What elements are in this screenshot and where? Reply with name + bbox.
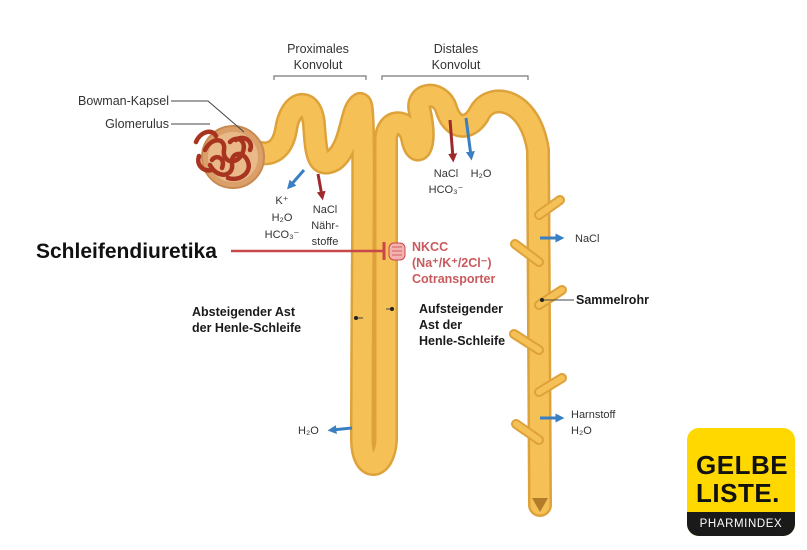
distal-red-arrow-icon xyxy=(448,119,458,163)
asc-limb-label-1: Aufsteigender xyxy=(419,302,503,316)
nkcc-label-1: NKCC xyxy=(412,240,448,254)
distal-bracket xyxy=(381,75,529,80)
hco3-label-proximal: HCO₃⁻ xyxy=(265,229,300,241)
hco3-label-distal: HCO₃⁻ xyxy=(429,184,464,196)
nacl-label-collecting: NaCl xyxy=(575,233,599,245)
naehr-label-2: stoffe xyxy=(312,236,339,248)
gelbe-liste-logo: GELBE LISTE. PHARMINDEX xyxy=(687,428,795,536)
schleifendiuretika-label: Schleifendiuretika xyxy=(36,240,217,263)
glomerulus-label: Glomerulus xyxy=(105,117,169,131)
nkcc-transporter-icon xyxy=(388,242,406,261)
proximal-red-arrow-icon xyxy=(316,173,326,201)
nephron-tubule xyxy=(240,83,567,517)
loop-h2o-arrow-icon xyxy=(327,425,353,435)
distal-blue-arrow-icon xyxy=(464,117,475,161)
logo-word-1: GELBE xyxy=(696,450,789,480)
logo-subtitle: PHARMINDEX xyxy=(699,518,783,530)
asc-limb-label-3: Henle-Schleife xyxy=(419,334,505,348)
nkcc-label-3: Cotransporter xyxy=(412,272,495,286)
collecting-duct-marker xyxy=(540,298,544,302)
h2o-label-proximal: H₂O xyxy=(272,212,293,224)
desc-limb-label-1: Absteigender Ast xyxy=(192,305,296,319)
proximal-blue-arrow-icon xyxy=(287,169,306,190)
h2o-label-loop: H₂O xyxy=(298,425,319,437)
distal-label-line2: Konvolut xyxy=(432,58,481,72)
nacl-label-distal: NaCl xyxy=(434,168,458,180)
bowman-label: Bowman-Kapsel xyxy=(78,94,169,108)
logo-word-2: LISTE. xyxy=(696,478,780,508)
sammelrohr-label: Sammelrohr xyxy=(576,293,649,307)
naehr-label-1: Nähr- xyxy=(311,220,339,232)
nkcc-label-2: (Na⁺/K⁺/2Cl⁻) xyxy=(412,256,492,270)
proximal-bracket xyxy=(273,75,367,80)
asc-limb-marker xyxy=(390,307,394,311)
distal-label-line1: Distales xyxy=(434,42,478,56)
h2o-label-distal: H₂O xyxy=(471,168,492,180)
desc-limb-marker xyxy=(354,316,358,320)
nacl-label-proximal: NaCl xyxy=(313,204,337,216)
logo-bar xyxy=(687,512,795,536)
h2o-label-collecting: H₂O xyxy=(571,425,592,437)
asc-limb-label-2: Ast der xyxy=(419,318,462,332)
proximal-label-line2: Konvolut xyxy=(294,58,343,72)
desc-limb-label-2: der Henle-Schleife xyxy=(192,321,301,335)
proximal-label-line1: Proximales xyxy=(287,42,349,56)
harnstoff-label: Harnstoff xyxy=(571,409,616,421)
k-label: K⁺ xyxy=(275,195,288,207)
outlet-arrow-icon xyxy=(532,498,548,512)
glomerulus-icon xyxy=(193,129,254,182)
